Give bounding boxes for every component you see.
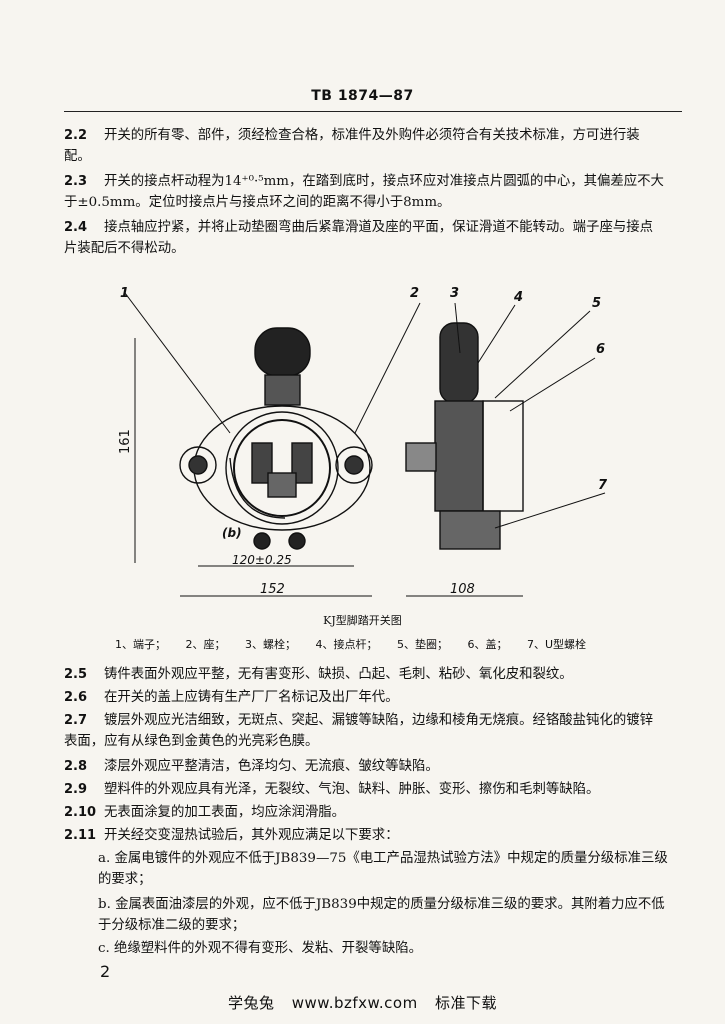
leader-5 [494,310,591,399]
clause-number: 2.7 [64,713,88,728]
clause-text: 接点轴应拧紧，并将止动垫圈弯曲后紧靠滑道及座的平面，保证滑道不能转动。端子座与接… [64,220,654,256]
clause-text: 在开关的盖上应铸有生产厂厂名标记及出厂年代。 [104,690,399,705]
clause-number: 2.4 [64,220,88,235]
clause-number: 2.8 [64,759,88,774]
callout-3: 3 [450,286,459,301]
lower-bolt-right [288,532,306,550]
callout-4: 4 [513,290,523,305]
arc-contact [229,457,286,519]
knob-shape [254,327,311,377]
right-ear [335,446,373,484]
clause-text: 塑料件的外观应具有光泽，无裂纹、气泡、缺料、肿胀、变形、擦伤和毛刺等缺陷。 [104,782,600,797]
legend-item: 3、螺栓； [245,638,296,651]
clause-number: 2.10 [64,805,97,820]
clause-number: 2.6 [64,690,88,705]
callout-1: 1 [120,286,129,301]
contact-block [267,472,297,498]
callout-2: 2 [410,286,419,301]
dim-width: 152 [260,582,285,597]
item-c: c. 绝缘塑料件的外观不得有变形、发粘、开裂等缺陷。 [98,941,422,956]
leader-4 [477,304,516,364]
footer-tagline: 标准下载 [435,994,498,1012]
body-outline [193,405,371,531]
clause-text: 开关的接点杆动程为14⁺⁰·⁵mm，在踏到底时，接点环应对准接点片圆弧的中心，其… [64,174,664,210]
footer-site-name: 学兔兔 [227,994,275,1012]
callout-6: 6 [596,342,605,357]
switch-drawing: 1 2 3 4 5 6 7 (b) 161 120±0.25 152 108 [118,286,608,597]
side-body [434,400,484,512]
side-base [439,510,501,550]
clause-text: 无表面涂复的加工表面，均应涂润滑脂。 [104,805,346,820]
leader-7 [494,492,606,529]
left-ear [179,446,217,484]
footer-url: www.bzfxw.com [291,994,418,1012]
callout-5: 5 [592,296,601,311]
side-knob [439,322,479,404]
cover-ring [233,419,331,517]
leader-3 [454,302,461,354]
clause-number: 2.5 [64,667,88,682]
legend-item: 4、接点杆； [315,638,378,651]
clause-number: 2.3 [64,174,88,189]
clause-text: 铸件表面外观应平整，无有害变形、缺损、凸起、毛刺、粘砂、氧化皮和裂纹。 [104,667,573,682]
header-rule [64,111,682,112]
clause-2-5: 2.5 铸件表面外观应平整，无有害变形、缺损、凸起、毛刺、粘砂、氧化皮和裂纹。 [64,664,664,685]
inner-ring [225,411,339,525]
side-knob-stub [405,442,437,472]
neck-shape [264,374,301,406]
clause-text: 漆层外观应平整清洁，色泽均匀、无流痕、皱纹等缺陷。 [104,759,439,774]
clause-2-11: 2.11 开关经交变湿热试验后，其外观应满足以下要求： [64,825,664,846]
callout-7: 7 [598,478,608,493]
clause-2-8: 2.8 漆层外观应平整清洁，色泽均匀、无流痕、皱纹等缺陷。 [64,756,664,777]
side-cover [482,400,524,512]
clause-number: 2.11 [64,828,97,843]
page-number: 2 [100,962,111,981]
legend-item: 6、盖； [467,638,508,651]
figure-caption: KJ型脚踏开关图 [323,614,402,627]
dim-height: 161 [118,429,133,454]
item-a: a. 金属电镀件的外观应不低于JB839—75《电工产品湿热试验方法》中规定的质… [98,851,668,887]
legend-item: 2、座； [185,638,226,651]
clause-2-9: 2.9 塑料件的外观应具有光泽，无裂纹、气泡、缺料、肿胀、变形、擦伤和毛刺等缺陷。 [64,779,664,800]
figure-legend: 1、端子； 2、座； 3、螺栓； 4、接点杆； 5、垫圈； 6、盖； 7、U型螺… [115,636,602,652]
leader-6 [509,357,596,412]
watermark-footer: 学兔兔 www.bzfxw.com 标准下载 [0,992,725,1013]
lower-bolt-left [253,532,271,550]
clause-2-10: 2.10 无表面涂复的加工表面，均应涂润滑脂。 [64,802,664,823]
clause-number: 2.9 [64,782,88,797]
terminal-b [291,442,313,484]
right-bolt [344,455,364,475]
clause-text: 开关经交变湿热试验后，其外观应满足以下要求： [104,828,399,843]
item-b: b. 金属表面油漆层的外观，应不低于JB839中规定的质量分级标准三级的要求。其… [98,897,665,933]
legend-item: 5、垫圈； [397,638,448,651]
leader-2 [354,302,421,434]
clause-number: 2.2 [64,128,88,143]
clause-text: 镀层外观应光洁细致，无斑点、突起、漏镀等缺陷，边缘和棱角无烧痕。经铬酸盐钝化的镀… [64,713,654,749]
leader-1 [124,292,231,434]
legend-item: 7、U型螺栓 [527,638,587,651]
standard-header: TB 1874—87 [311,88,414,104]
legend-item: 1、端子； [115,638,166,651]
clause-2-6: 2.6 在开关的盖上应铸有生产厂厂名标记及出厂年代。 [64,687,664,708]
label-b: (b) [222,526,242,540]
left-bolt [188,455,208,475]
clause-text: 开关的所有零、部件，须经检查合格，标准件及外购件必须符合有关技术标准，方可进行装… [64,128,640,164]
dim-inner: 120±0.25 [232,553,292,567]
terminal-a [251,442,273,484]
dim-side: 108 [450,582,475,597]
